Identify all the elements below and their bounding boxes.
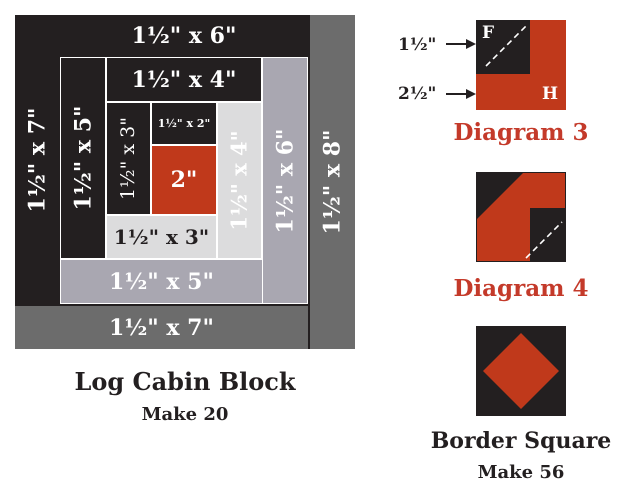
strip-top-6-label: 1½" x 6" bbox=[131, 23, 237, 49]
strip-right-8-label: 1½" x 8" bbox=[319, 129, 346, 235]
border-square bbox=[476, 326, 566, 416]
diagram4-square bbox=[475, 171, 567, 263]
log-cabin-block: 1½" x 8" 1½" x 7" 1½" x 6" 1½" x 7" 1½" … bbox=[15, 15, 355, 349]
block-subtitle: Make 20 bbox=[141, 404, 229, 425]
diagram3-graphic bbox=[475, 19, 567, 111]
strip-top-4-label: 1½" x 4" bbox=[131, 66, 237, 93]
diagram3-square: F H bbox=[475, 19, 567, 111]
border-square-subtitle: Make 56 bbox=[477, 462, 565, 483]
diagram3-label-bottom: 2½" bbox=[398, 84, 437, 104]
strip-top-2-label: 1½" x 2" bbox=[157, 117, 211, 130]
diagram4-graphic bbox=[475, 171, 567, 263]
center-square: 2" bbox=[151, 145, 217, 215]
border-square-graphic bbox=[476, 326, 566, 416]
strip-left-3-label: 1½" x 3" bbox=[117, 117, 139, 200]
strip-top-4: 1½" x 4" bbox=[106, 57, 262, 102]
diagram4-caption: Diagram 4 bbox=[453, 275, 589, 302]
strip-left-3: 1½" x 3" bbox=[106, 102, 151, 215]
arrow-right-icon bbox=[446, 89, 476, 99]
strip-right-8: 1½" x 8" bbox=[308, 15, 355, 349]
diagram3-caption: Diagram 3 bbox=[453, 119, 589, 146]
strip-right-6-label: 1½" x 6" bbox=[272, 128, 299, 233]
strip-right-6: 1½" x 6" bbox=[262, 57, 308, 304]
strip-left-7: 1½" x 7" bbox=[15, 15, 60, 304]
strip-bottom-5: 1½" x 5" bbox=[60, 259, 263, 304]
strip-bottom-7-label: 1½" x 7" bbox=[109, 314, 214, 341]
center-square-label: 2" bbox=[170, 167, 198, 193]
diagram3-label-top: 1½" bbox=[398, 35, 437, 55]
strip-right-4: 1½" x 4" bbox=[217, 102, 262, 259]
strip-bottom-5-label: 1½" x 5" bbox=[109, 268, 214, 295]
strip-top-6: 1½" x 6" bbox=[60, 15, 308, 57]
diagram3-letter-f: F bbox=[482, 23, 495, 43]
arrow-right-icon bbox=[446, 39, 476, 49]
strip-left-7-label: 1½" x 7" bbox=[24, 107, 51, 212]
strip-bottom-7: 1½" x 7" bbox=[15, 304, 308, 349]
strip-right-4-label: 1½" x 4" bbox=[227, 130, 252, 231]
border-square-title: Border Square bbox=[430, 428, 612, 454]
strip-left-5: 1½" x 5" bbox=[60, 57, 106, 259]
block-title: Log Cabin Block bbox=[74, 367, 296, 396]
strip-left-5-label: 1½" x 5" bbox=[70, 105, 97, 211]
strip-bottom-3: 1½" x 3" bbox=[106, 215, 217, 259]
strip-bottom-3-label: 1½" x 3" bbox=[113, 225, 210, 249]
strip-top-2: 1½" x 2" bbox=[151, 102, 217, 145]
diagram3-letter-h: H bbox=[542, 84, 559, 104]
